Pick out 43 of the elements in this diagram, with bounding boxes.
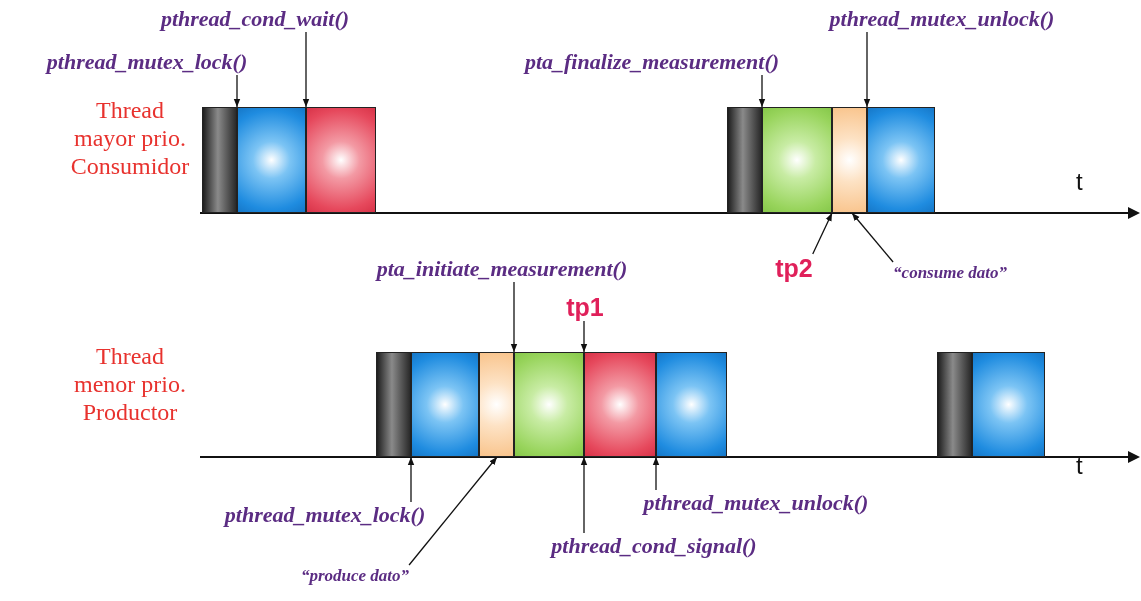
execution-block bbox=[972, 352, 1045, 457]
leader-arrow bbox=[407, 456, 415, 503]
execution-block bbox=[584, 352, 656, 457]
thread-label: Thread menor prio. Productor bbox=[73, 342, 187, 426]
execution-block bbox=[376, 352, 411, 457]
execution-block bbox=[867, 107, 935, 213]
leader-arrow bbox=[580, 456, 588, 534]
function-call-label: pthread_mutex_lock() bbox=[224, 502, 426, 528]
leader-arrow bbox=[408, 456, 498, 566]
function-call-label: “consume dato” bbox=[893, 262, 1007, 283]
leader-arrow bbox=[580, 320, 588, 353]
execution-block bbox=[762, 107, 832, 213]
execution-block bbox=[237, 107, 306, 213]
leader-arrow bbox=[652, 456, 660, 491]
leader-arrow bbox=[302, 31, 310, 108]
execution-block bbox=[656, 352, 727, 457]
function-call-label: pthread_cond_wait() bbox=[160, 6, 350, 32]
execution-block bbox=[727, 107, 762, 213]
function-call-label: pthread_cond_signal() bbox=[551, 533, 757, 559]
function-call-label: “produce dato” bbox=[300, 565, 410, 586]
axis-label: t bbox=[1076, 452, 1083, 480]
execution-block bbox=[832, 107, 867, 213]
time-point-label: tp1 bbox=[566, 293, 604, 321]
execution-block bbox=[514, 352, 584, 457]
execution-block bbox=[411, 352, 479, 457]
function-call-label: pta_initiate_measurement() bbox=[376, 256, 628, 282]
thread-label: Thread mayor prio. Consumidor bbox=[69, 96, 191, 180]
function-call-label: pthread_mutex_unlock() bbox=[829, 6, 1055, 32]
leader-arrow bbox=[758, 74, 766, 108]
leader-arrow bbox=[233, 74, 241, 108]
function-call-label: pthread_mutex_lock() bbox=[46, 49, 248, 75]
time-point-label: tp2 bbox=[775, 254, 813, 282]
execution-block bbox=[479, 352, 514, 457]
execution-block bbox=[306, 107, 376, 213]
execution-block bbox=[937, 352, 972, 457]
leader-arrow bbox=[863, 31, 871, 108]
leader-arrow bbox=[812, 212, 833, 255]
leader-arrow bbox=[851, 212, 894, 263]
function-call-label: pthread_mutex_unlock() bbox=[643, 490, 869, 516]
leader-arrow bbox=[510, 281, 518, 353]
execution-block bbox=[202, 107, 237, 213]
axis-label: t bbox=[1076, 168, 1083, 196]
function-call-label: pta_finalize_measurement() bbox=[524, 49, 780, 75]
